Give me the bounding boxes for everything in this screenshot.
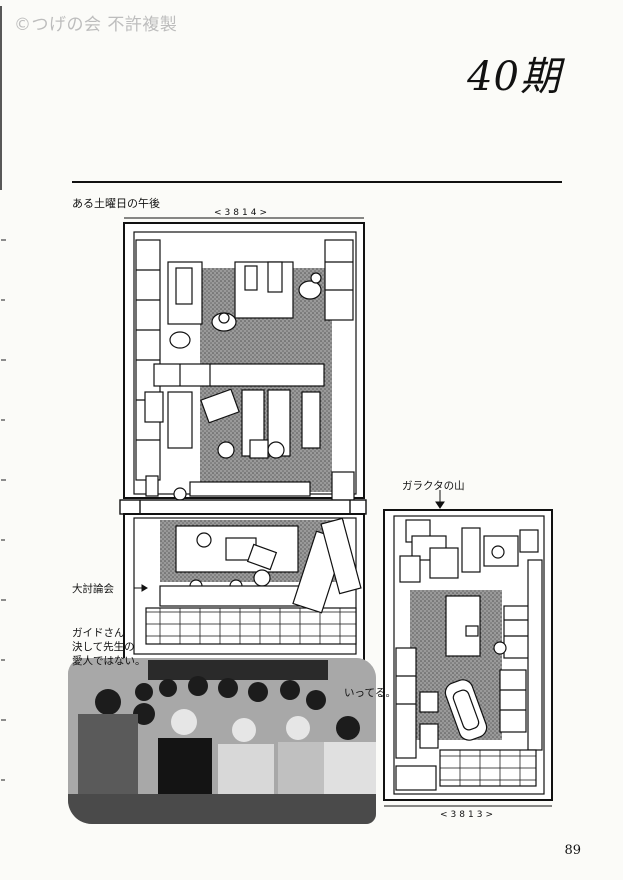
figure-caption: ある土曜日の午後 xyxy=(72,197,160,210)
annex-width-dimension: <3813> xyxy=(440,810,496,820)
main-room-upper xyxy=(123,222,365,505)
annex-room xyxy=(383,509,553,801)
binding-edge-marks xyxy=(0,6,6,781)
title-rule xyxy=(72,181,562,183)
watermark: ©つげの会 不許複製 xyxy=(14,15,178,35)
group-photo xyxy=(68,658,376,824)
junk-pile-label: ガラクタの山 xyxy=(402,480,465,492)
page-number: 89 xyxy=(564,843,581,858)
group-photo-image xyxy=(68,658,376,824)
main-width-dimension: <3814> xyxy=(214,208,270,218)
main-divider xyxy=(119,499,367,515)
guide-note: ガイドさん 決して先生の 愛人ではない。 xyxy=(72,627,146,667)
big-debate-label: 大討論会 xyxy=(72,583,114,595)
dimension-lines xyxy=(124,217,552,807)
main-room-lower xyxy=(123,513,365,661)
chapter-title: 40期 xyxy=(467,54,561,100)
itteru-note: いってる。 xyxy=(344,687,396,699)
